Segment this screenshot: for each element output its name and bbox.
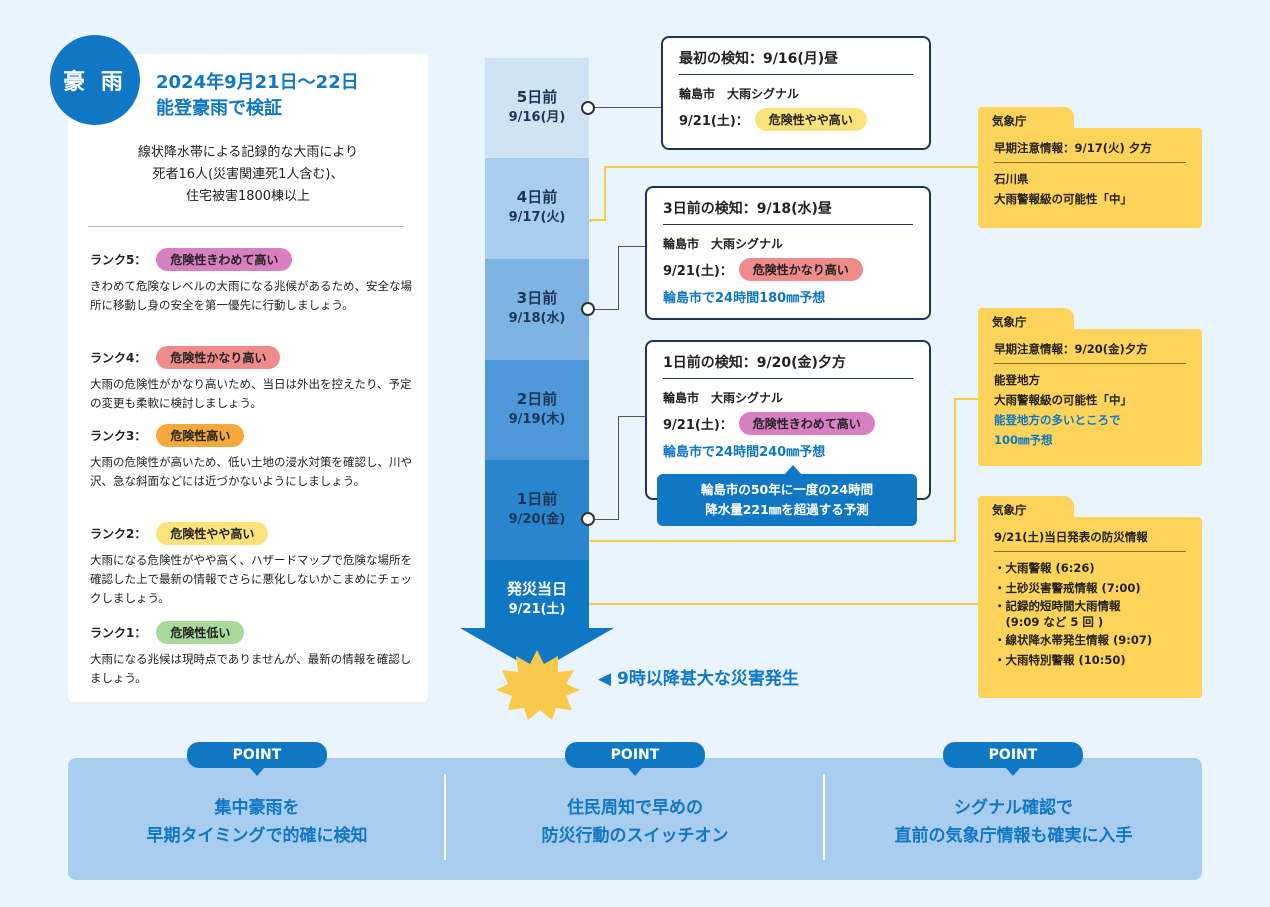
divider (444, 774, 446, 860)
connector (595, 519, 619, 520)
event-description: 線状降水帯による記録的な大雨により 死者16人(災害関連死1人含む)、 住宅被害… (137, 145, 359, 204)
connector (954, 398, 978, 400)
tab-pointer (1006, 768, 1020, 776)
rank-1: ランク1：危険性低い 大雨になる兆候は現時点でありませんが、最新の情報を確認しま… (90, 621, 412, 688)
connector (604, 166, 978, 168)
jma-box-3: 9/21(土)当日発表の防災情報 ・大雨警報 (6:26) ・土砂災害警戒情報 … (978, 517, 1202, 698)
timeline-segment (485, 460, 589, 560)
rank-pill: 危険性かなり高い (156, 346, 281, 369)
callout-pointer (784, 465, 802, 475)
rank-3: ランク3：危険性高い 大雨の危険性が高いため、低い土地の浸水対策を確認し、川や沢… (90, 424, 412, 491)
jma-item: ・土砂災害警戒情報 (7:00) (994, 581, 1141, 595)
point-1-text: 集中豪雨を 早期タイミングで的確に検知 (146, 798, 368, 846)
connector (592, 219, 604, 221)
point-tab: POINT (187, 742, 327, 768)
jma-box-1: 早期注意情報：9/17(火) 夕方 石川県 大雨警報級の可能性「中」 (978, 128, 1202, 228)
timeline-segment (485, 560, 589, 630)
rank-5: ランク5：危険性きわめて高い きわめて危険なレベルの大雨になる兆候があるため、安… (90, 248, 412, 315)
point-tab: POINT (943, 742, 1083, 768)
jma-item: ・記録的短時間大雨情報 (994, 599, 1121, 613)
tab-pointer (250, 768, 264, 776)
event-title: 2024年9月21日〜22日 能登豪雨で検証 (156, 72, 359, 119)
timeline-node (581, 101, 595, 115)
detection-box-2: 3日前の検知：9/18(水)昼 輪島市 大雨シグナル 9/21(土)：危険性かな… (645, 186, 931, 320)
jma-item: (9:09 など 5 回 ) (994, 615, 1104, 629)
connector (589, 540, 955, 542)
risk-pill: 危険性かなり高い (738, 258, 863, 281)
point-2-text: 住民周知で早めの 防災行動のスイッチオン (541, 798, 729, 846)
risk-pill: 危険性きわめて高い (738, 412, 875, 435)
divider (823, 774, 825, 860)
timeline-node (581, 512, 595, 526)
forecast-callout: 輪島市の50年に一度の24時間 降水量221㎜を超過する予測 (657, 474, 917, 526)
rank-pill: 危険性やや高い (156, 522, 269, 545)
connector (618, 416, 619, 520)
timeline-segment (485, 158, 589, 259)
connector (589, 603, 978, 605)
connector (595, 309, 619, 310)
connector-dot (589, 219, 592, 222)
point-3-text: シグナル確認で 直前の気象庁情報も確実に入手 (894, 798, 1133, 846)
connector (618, 246, 646, 247)
rank-pill: 危険性低い (156, 621, 245, 644)
point-tab: POINT (565, 742, 705, 768)
connector (604, 166, 606, 221)
disaster-label: ◀ 9時以降甚大な災害発生 (598, 669, 799, 689)
timeline-segment (485, 58, 589, 158)
timeline-node (581, 302, 595, 316)
connector (618, 246, 619, 310)
connector (618, 416, 646, 417)
timeline-segment (485, 360, 589, 460)
tab-pointer (628, 768, 642, 776)
jma-item: ・大雨特別警報 (10:50) (994, 653, 1126, 667)
detection-box-1: 最初の検知：9/16(月)昼 輪島市 大雨シグナル 9/21(土)：危険性やや高… (661, 36, 931, 150)
heavy-rain-badge: 豪 雨 (50, 35, 140, 125)
rank-pill: 危険性高い (156, 424, 245, 447)
risk-pill: 危険性やや高い (754, 108, 867, 131)
rank-2: ランク2：危険性やや高い 大雨になる危険性がやや高く、ハザードマップで危険な場所… (90, 522, 412, 608)
rank-4: ランク4：危険性かなり高い 大雨の危険性がかなり高いため、当日は外出を控えたり、… (90, 346, 412, 413)
divider (88, 226, 404, 227)
disaster-burst-icon (496, 650, 580, 720)
timeline-segment (485, 259, 589, 360)
legend-panel (68, 54, 428, 702)
connector (954, 398, 956, 542)
jma-item: ・線状降水帯発生情報 (9:07) (994, 633, 1153, 647)
divider (994, 551, 1186, 552)
jma-item: ・大雨警報 (6:26) (994, 561, 1095, 575)
connector (595, 107, 663, 108)
points-bar (68, 758, 1202, 880)
jma-box-2: 早期注意情報：9/20(金)夕方 能登地方 大雨警報級の可能性「中」 能登地方の… (978, 329, 1202, 466)
rank-pill: 危険性きわめて高い (156, 248, 293, 271)
divider (994, 363, 1186, 364)
divider (994, 162, 1186, 163)
